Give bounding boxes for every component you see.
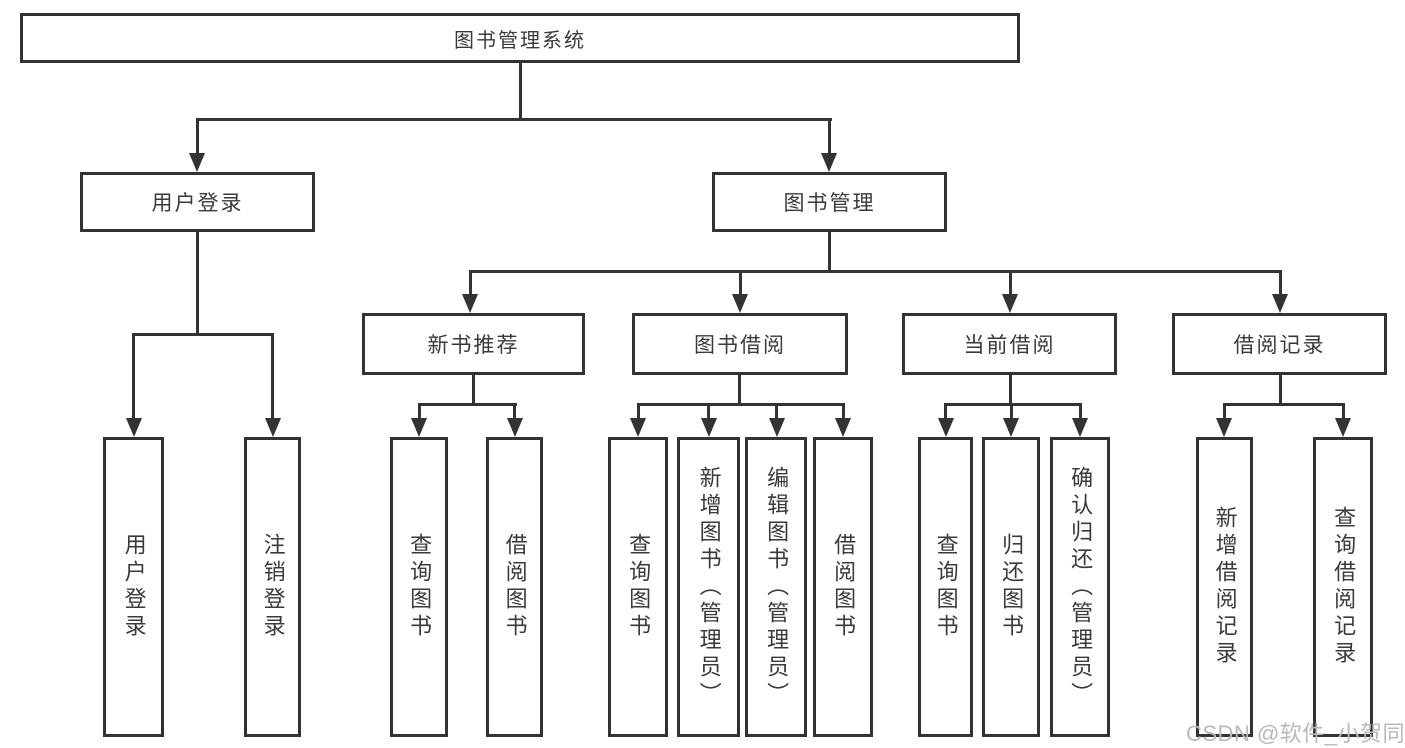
connector-arrowhead-icon — [1072, 418, 1088, 437]
connector-line — [513, 403, 516, 420]
leaf-query-books-3: 查询图书 — [918, 437, 973, 737]
node-label: 图书借阅 — [694, 334, 786, 357]
leaf-label: 借阅图书 — [831, 533, 857, 641]
leaf-label: 归还图书 — [999, 533, 1025, 641]
connector-arrowhead-icon — [630, 418, 646, 437]
connector-arrowhead-icon — [1002, 294, 1018, 313]
connector-line — [469, 270, 1282, 273]
node-book-borrow: 图书借阅 — [632, 313, 848, 375]
leaf-label: 查询借阅记录 — [1331, 506, 1357, 668]
connector-arrowhead-icon — [701, 418, 717, 437]
connector-arrowhead-icon — [507, 418, 523, 437]
connector-line — [1279, 270, 1282, 296]
connector-line — [196, 232, 199, 335]
connector-arrowhead-icon — [732, 294, 748, 313]
connector-line — [944, 403, 947, 420]
node-user-login: 用户登录 — [80, 172, 315, 232]
connector-line — [828, 118, 831, 154]
connector-line — [132, 333, 135, 419]
leaf-borrow-books-2: 借阅图书 — [813, 437, 873, 737]
leaf-borrow-books: 借阅图书 — [486, 437, 543, 737]
connector-arrowhead-icon — [1272, 294, 1288, 313]
connector-arrowhead-icon — [821, 153, 837, 172]
connector-line — [1009, 375, 1012, 405]
connector-line — [418, 403, 421, 420]
node-label: 当前借阅 — [963, 334, 1056, 357]
leaf-return-book: 归还图书 — [982, 437, 1040, 737]
leaf-label: 新增图书（管理员） — [696, 465, 722, 709]
connector-line — [271, 333, 274, 419]
leaf-label: 查询图书 — [626, 533, 652, 641]
node-new-book-recommend: 新书推荐 — [362, 313, 585, 375]
leaf-add-book-admin: 新增图书（管理员） — [677, 437, 740, 737]
connector-line — [842, 403, 845, 420]
connector-line — [775, 403, 778, 420]
node-book-management: 图书管理 — [712, 172, 947, 232]
connector-line — [637, 403, 640, 420]
leaf-query-books: 查询图书 — [390, 437, 448, 737]
connector-arrowhead-icon — [265, 418, 281, 437]
connector-line — [1010, 403, 1013, 420]
leaf-label: 查询图书 — [933, 533, 959, 641]
connector-arrowhead-icon — [938, 418, 954, 437]
connector-line — [1079, 403, 1082, 420]
connector-line — [418, 403, 517, 406]
node-label: 图书管理系统 — [454, 29, 586, 52]
connector-line — [828, 232, 831, 272]
leaf-query-books-2: 查询图书 — [608, 437, 668, 737]
connector-arrowhead-icon — [411, 418, 427, 437]
node-label: 用户登录 — [151, 192, 244, 215]
connector-line — [707, 403, 710, 420]
watermark: CSDN @软件_小贺同学 — [1186, 721, 1405, 746]
node-label: 借阅记录 — [1233, 334, 1326, 357]
connector-arrowhead-icon — [126, 418, 142, 437]
connector-arrowhead-icon — [189, 153, 205, 172]
connector-line — [1223, 403, 1226, 420]
connector-line — [472, 375, 475, 405]
node-label: 图书管理 — [783, 192, 876, 215]
node-library-system: 图书管理系统 — [20, 13, 1020, 63]
connector-line — [519, 63, 522, 120]
leaf-label: 用户登录 — [121, 533, 147, 641]
node-current-borrow: 当前借阅 — [902, 313, 1117, 375]
connector-arrowhead-icon — [462, 294, 478, 313]
leaf-label: 借阅图书 — [502, 533, 528, 641]
leaf-confirm-return-admin: 确认归还（管理员） — [1050, 437, 1110, 737]
connector-line — [1223, 403, 1345, 406]
connector-arrowhead-icon — [1003, 418, 1019, 437]
leaf-edit-book-admin: 编辑图书（管理员） — [745, 437, 807, 737]
connector-line — [1009, 270, 1012, 296]
connector-line — [469, 270, 472, 296]
connector-arrowhead-icon — [1216, 418, 1232, 437]
connector-line — [637, 403, 845, 406]
leaf-label: 确认归还（管理员） — [1068, 465, 1094, 709]
leaf-add-borrow-record: 新增借阅记录 — [1196, 437, 1253, 737]
connector-arrowhead-icon — [835, 418, 851, 437]
leaf-query-borrow-record: 查询借阅记录 — [1313, 437, 1373, 737]
connector-line — [196, 118, 832, 121]
connector-line — [738, 375, 741, 405]
leaf-label: 注销登录 — [260, 533, 286, 641]
connector-line — [196, 118, 199, 154]
connector-arrowhead-icon — [1335, 418, 1351, 437]
leaf-label: 新增借阅记录 — [1212, 506, 1238, 668]
leaf-user-login: 用户登录 — [103, 437, 164, 737]
leaf-label: 查询图书 — [407, 533, 433, 641]
node-label: 新书推荐 — [427, 334, 520, 357]
leaf-logout: 注销登录 — [244, 437, 301, 737]
connector-line — [739, 270, 742, 296]
connector-line — [1342, 403, 1345, 420]
connector-line — [944, 403, 1082, 406]
connector-arrowhead-icon — [769, 418, 785, 437]
connector-line — [132, 333, 274, 336]
leaf-label: 编辑图书（管理员） — [764, 465, 790, 709]
node-borrow-records: 借阅记录 — [1172, 313, 1387, 375]
connector-line — [1279, 375, 1282, 405]
